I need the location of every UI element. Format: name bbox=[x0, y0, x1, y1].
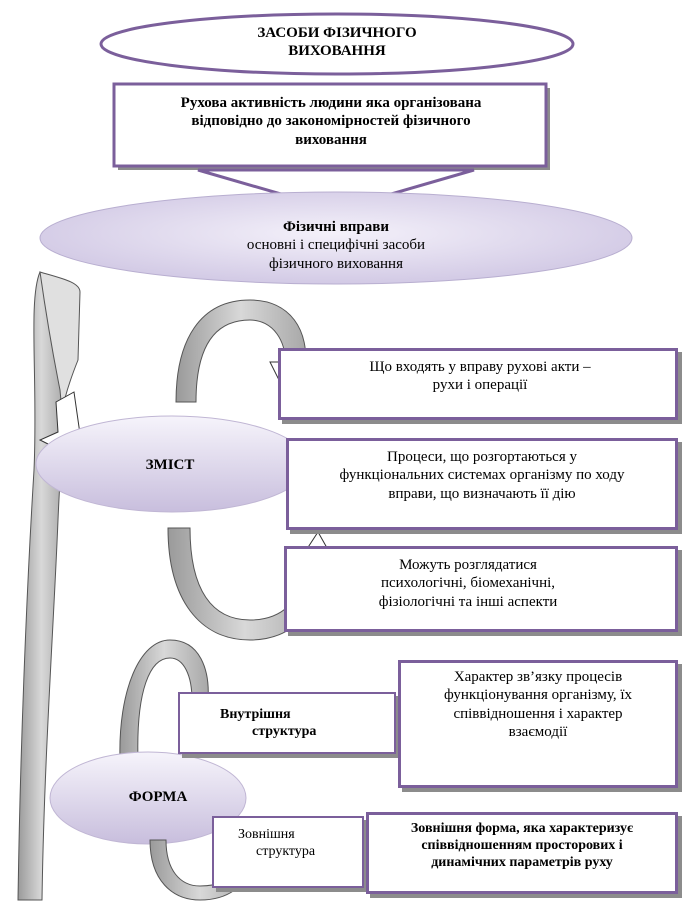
internal-desc-line-4: взаємодії bbox=[508, 723, 568, 740]
external-desc-line-2: співвідношенням просторових і bbox=[421, 838, 623, 854]
internal-desc-line-3: співвідношення і характер bbox=[453, 705, 623, 722]
exercises-text: Фізичні вправи основні і специфічні засо… bbox=[186, 218, 486, 273]
exercises-line-2: фізичного виховання bbox=[269, 255, 403, 272]
external-desc-box bbox=[366, 812, 678, 894]
internal-structure-line-2: структура bbox=[252, 724, 317, 740]
exercises-line-1: основні і специфічні засоби bbox=[246, 237, 426, 254]
definition-line-3: виховання bbox=[295, 131, 367, 148]
external-desc-line-1: Зовнішня форма, яка характеризує bbox=[410, 821, 634, 836]
title-line-1: ЗАСОБИ ФІЗИЧНОГО bbox=[257, 25, 417, 41]
title-line-2: ВИХОВАННЯ bbox=[288, 43, 386, 60]
content-item-3-text: Можуть розглядатися психологічні, біомех… bbox=[300, 556, 636, 611]
internal-structure-label: Внутрішня структура bbox=[206, 706, 376, 740]
external-structure-line-1: Зовнішня bbox=[238, 827, 295, 842]
content-item-3-line-1: Можуть розглядатися bbox=[399, 557, 537, 573]
content-item-2-text: Процеси, що розгортаються у функціональн… bbox=[290, 448, 674, 503]
content-item-2-line-3: вправи, що визначають її дію bbox=[388, 485, 576, 502]
definition-text: Рухова активність людини яка організован… bbox=[118, 94, 544, 149]
external-structure-label: Зовнішня структура bbox=[220, 826, 356, 860]
content-item-1-box bbox=[278, 348, 678, 420]
content-item-1-line-2: рухи і операції bbox=[432, 377, 528, 394]
content-item-2-box bbox=[286, 438, 678, 530]
form-oval bbox=[49, 751, 247, 845]
internal-desc-line-1: Характер зв’язку процесів bbox=[453, 669, 623, 685]
content-item-2-line-2: функціональних системах організму по ход… bbox=[339, 467, 625, 484]
external-structure-box bbox=[212, 816, 364, 888]
title-text: ЗАСОБИ ФІЗИЧНОГО ВИХОВАННЯ bbox=[230, 24, 444, 61]
content-item-3-box bbox=[284, 546, 678, 632]
content-item-1-text: Що входять у вправу рухові акти – рухи і… bbox=[300, 358, 660, 395]
external-desc-line-3: динамічних параметрів руху bbox=[431, 855, 613, 871]
exercises-title: Фізичні вправи bbox=[282, 219, 390, 235]
internal-desc-box bbox=[398, 660, 678, 788]
content-item-2-line-1: Процеси, що розгортаються у bbox=[387, 449, 577, 465]
internal-structure-box bbox=[178, 692, 396, 754]
content-item-1-line-1: Що входять у вправу рухові акти – bbox=[369, 359, 591, 375]
content-label: ЗМІСТ bbox=[145, 457, 195, 473]
content-item-3-line-3: фізіологічні та інші аспекти bbox=[378, 593, 558, 610]
definition-arrow-box bbox=[112, 82, 550, 212]
external-structure-line-2: структура bbox=[256, 844, 316, 860]
definition-line-2: відповідно до закономірностей фізичного bbox=[191, 113, 471, 130]
title-oval bbox=[99, 12, 575, 76]
exercises-oval bbox=[39, 191, 633, 285]
external-desc-text: Зовнішня форма, яка характеризує співвід… bbox=[370, 820, 674, 871]
internal-structure-line-1: Внутрішня bbox=[220, 707, 291, 722]
form-label: ФОРМА bbox=[128, 789, 188, 805]
definition-line-1: Рухова активність людини яка організован… bbox=[180, 95, 482, 111]
internal-desc-text: Характер зв’язку процесів функціонування… bbox=[404, 668, 672, 741]
content-item-3-line-2: психологічні, біомеханічні, bbox=[380, 575, 556, 592]
internal-desc-line-2: функціонування організму, їх bbox=[443, 687, 632, 704]
